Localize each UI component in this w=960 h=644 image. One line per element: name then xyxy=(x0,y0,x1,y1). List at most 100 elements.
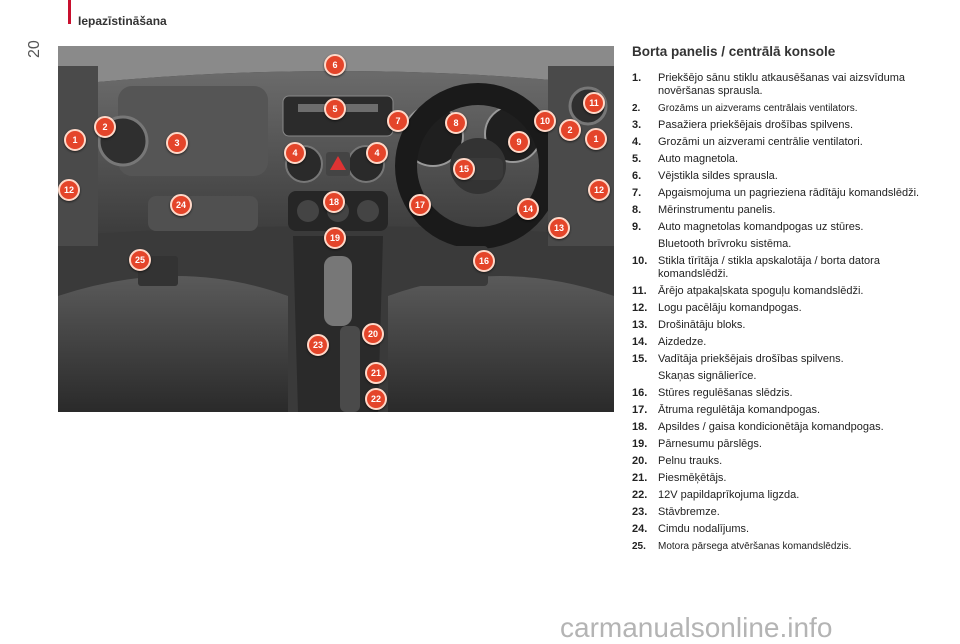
legend-item: 1. Priekšējo sānu stiklu atkausēšanas vai… xyxy=(632,72,928,98)
legend-number: 2. xyxy=(632,103,641,114)
legend-text: Grozāmi un aizverami centrālie ventilato… xyxy=(658,136,863,148)
callout-marker: 19 xyxy=(324,227,346,249)
callout-marker: 13 xyxy=(548,217,570,239)
legend-number: 18. xyxy=(632,421,648,433)
legend-text: Cimdu nodalījums. xyxy=(658,523,750,535)
legend-text: Ārējo atpakaļskata spoguļu komandslēdži. xyxy=(658,285,864,297)
callout-marker: 3 xyxy=(166,132,188,154)
callout-marker: 4 xyxy=(366,142,388,164)
legend-text: Vadītāja priekšējais drošības spilvens. xyxy=(658,353,844,365)
legend-number: 4. xyxy=(632,136,642,148)
legend-number: 11. xyxy=(632,285,647,297)
callout-marker: 4 xyxy=(284,142,306,164)
legend-text: Priekšējo sānu stiklu atkausēšanas vai a… xyxy=(658,72,906,97)
legend-text: Apgaismojuma un pagrieziena rādītāju kom… xyxy=(658,187,920,199)
legend-item: Bluetooth brīvroku sistēma. xyxy=(632,238,928,251)
legend-text: Mērinstrumentu panelis. xyxy=(658,204,776,216)
legend-text: Pelnu trauks. xyxy=(658,455,723,467)
legend-item: 18.Apsildes / gaisa kondicionētāja koman… xyxy=(632,421,928,434)
legend-text: Piesmēķētājs. xyxy=(658,472,727,484)
legend-number: 16. xyxy=(632,387,648,399)
callout-marker: 12 xyxy=(58,179,80,201)
callout-marker: 23 xyxy=(307,334,329,356)
legend-text: Aizdedze. xyxy=(658,336,707,348)
legend-text: Logu pacēlāju komandpogas. xyxy=(658,302,802,314)
callout-marker: 2 xyxy=(94,116,116,138)
legend-number: 3. xyxy=(632,119,642,131)
legend-number: 20. xyxy=(632,455,648,467)
legend-text: Motora pārsega atvēršanas komandslēdzis. xyxy=(658,541,852,552)
callout-marker: 6 xyxy=(324,54,346,76)
legend-text: Bluetooth brīvroku sistēma. xyxy=(658,238,792,250)
legend-item: 3. Pasažiera priekšējais drošības spilven… xyxy=(632,119,928,132)
callout-marker: 7 xyxy=(387,110,409,132)
legend-item: 8. Mērinstrumentu panelis. xyxy=(632,204,928,217)
legend-item: 14.Aizdedze. xyxy=(632,336,928,349)
legend-item: Skaņas signālierīce. xyxy=(632,370,928,383)
legend-list: 1. Priekšējo sānu stiklu atkausēšanas vai… xyxy=(632,72,928,557)
legend-number: 1. xyxy=(632,72,642,84)
callout-marker: 8 xyxy=(445,112,467,134)
legend-number: 13. xyxy=(632,319,648,331)
legend-text: Vējstikla sildes sprausla. xyxy=(658,170,778,182)
callout-marker: 24 xyxy=(170,194,192,216)
legend-item: 21. Piesmēķētājs. xyxy=(632,472,928,485)
legend-item: 5. Auto magnetola. xyxy=(632,153,928,166)
legend-number: 21. xyxy=(632,472,648,484)
legend-item: 17. Ātruma regulētāja komandpogas. xyxy=(632,404,928,417)
legend-item: 13. Drošinātāju bloks. xyxy=(632,319,928,332)
legend-number: 10. xyxy=(632,255,648,267)
callout-marker: 16 xyxy=(473,250,495,272)
legend-item: 9. Auto magnetolas komandpogas uz stūres. xyxy=(632,221,928,234)
dashboard-photo: 6 5 7 8 10 11 1 2 3 9 2 1 4 4 15 12 12 2… xyxy=(58,46,614,412)
legend-text: Stikla tīrītāja / stikla apskalotāja / b… xyxy=(658,255,880,280)
legend-text: Pasažiera priekšējais drošības spilvens. xyxy=(658,119,854,131)
callout-marker: 11 xyxy=(583,92,605,114)
legend-text: Auto magnetolas komandpogas uz stūres. xyxy=(658,221,864,233)
legend-item: 6. Vējstikla sildes sprausla. xyxy=(632,170,928,183)
callout-marker: 9 xyxy=(508,131,530,153)
legend-number: 5. xyxy=(632,153,642,165)
legend-item: 15. Vadītāja priekšējais drošības spilven… xyxy=(632,353,928,366)
legend-item: 4. Grozāmi un aizverami centrālie ventila… xyxy=(632,136,928,149)
page-number: 20 xyxy=(26,40,43,58)
accent-bar xyxy=(68,0,71,24)
watermark: carmanualsonline.info xyxy=(560,612,833,643)
callout-marker: 1 xyxy=(64,129,86,151)
legend-item: 10. Stikla tīrītāja / stikla apskalotāja … xyxy=(632,255,928,281)
legend-item: 20. Pelnu trauks. xyxy=(632,455,928,468)
legend-number: 17. xyxy=(632,404,648,416)
callout-marker: 1 xyxy=(585,128,607,150)
callout-marker: 20 xyxy=(362,323,384,345)
legend-text: Drošinātāju bloks. xyxy=(658,319,746,331)
section-title: Iepazīstināšana xyxy=(78,14,167,28)
legend-number: 24. xyxy=(632,523,648,535)
legend-text: Ātruma regulētāja komandpogas. xyxy=(658,404,821,416)
legend-number: 9. xyxy=(632,221,642,233)
legend-number: 15. xyxy=(632,353,648,365)
legend-number: 25. xyxy=(632,541,646,552)
legend-number: 19. xyxy=(632,438,648,450)
legend-number: 23. xyxy=(632,506,648,518)
callout-marker: 17 xyxy=(409,194,431,216)
legend-number: 8. xyxy=(632,204,642,216)
legend-item: 19. Pārnesumu pārslēgs. xyxy=(632,438,928,451)
legend-item: 11. Ārējo atpakaļskata spoguļu komandslēd… xyxy=(632,285,928,298)
legend-text: Auto magnetola. xyxy=(658,153,739,165)
callout-marker: 18 xyxy=(323,191,345,213)
legend-text: Grozāms un aizverams centrālais ventilat… xyxy=(658,103,858,114)
legend-number: 22. xyxy=(632,489,648,501)
legend-text: Pārnesumu pārslēgs. xyxy=(658,438,762,450)
callout-marker: 12 xyxy=(588,179,610,201)
callout-marker: 2 xyxy=(559,119,581,141)
callout-marker: 22 xyxy=(365,388,387,410)
legend-item: 24. Cimdu nodalījums. xyxy=(632,523,928,536)
legend-item: 16. Stūres regulēšanas slēdzis. xyxy=(632,387,928,400)
legend-number: 7. xyxy=(632,187,642,199)
callout-marker: 21 xyxy=(365,362,387,384)
legend-text: Stāvbremze. xyxy=(658,506,720,518)
callout-marker: 15 xyxy=(453,158,475,180)
legend-number: 6. xyxy=(632,170,642,182)
legend-text: Stūres regulēšanas slēdzis. xyxy=(658,387,793,399)
section-heading: Borta panelis / centrālā konsole xyxy=(632,44,836,59)
